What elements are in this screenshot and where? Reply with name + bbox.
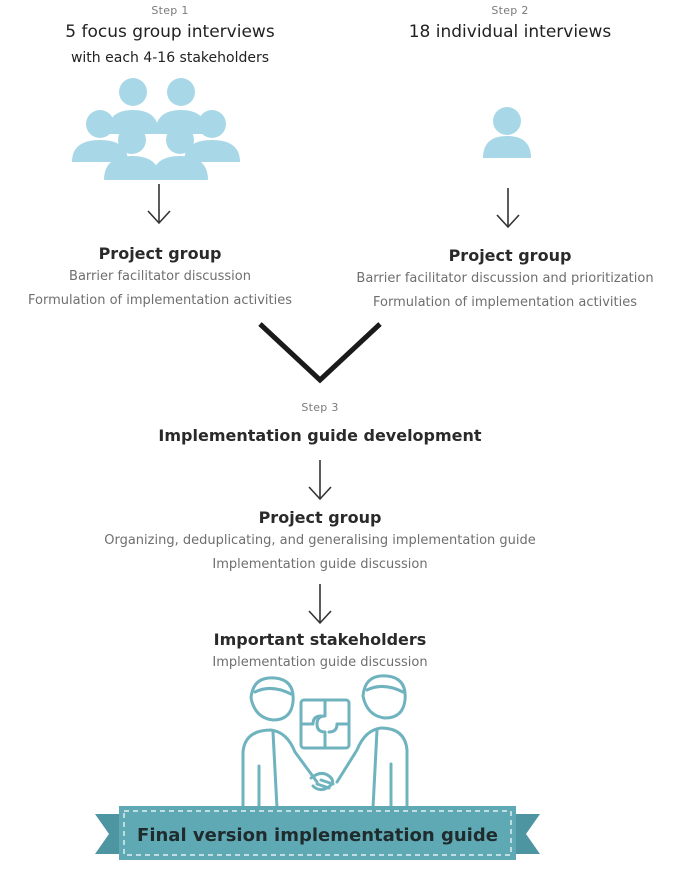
step3-stakeholders-line-1: Implementation guide discussion (212, 655, 428, 670)
step2-line-1: Barrier facilitator discussion and prior… (356, 271, 654, 286)
step1-line-2: Formulation of implementation activities (27, 293, 292, 308)
people-group-icon (66, 76, 246, 186)
step3-label: Step 3 (301, 401, 339, 414)
single-person-icon (482, 106, 532, 160)
down-arrow-icon (307, 458, 333, 502)
banner-ribbon (95, 800, 540, 866)
down-arrow-icon (146, 182, 172, 226)
step3-title: Implementation guide development (158, 426, 482, 445)
step1-group-title: Project group (98, 244, 222, 263)
step3-project-group-title: Project group (258, 508, 382, 527)
step3-project-group-line-1: Organizing, deduplicating, and generalis… (104, 533, 536, 548)
handshake-puzzle-icon (225, 670, 425, 810)
step2-group-title: Project group (448, 246, 572, 265)
step2-title: 18 individual interviews (408, 22, 612, 42)
merge-arrow-icon (250, 318, 390, 388)
step1-subtitle: with each 4-16 stakeholders (70, 50, 270, 66)
step1-title: 5 focus group interviews (65, 22, 275, 42)
step1-line-1: Barrier facilitator discussion (69, 269, 251, 284)
step3-stakeholders-title: Important stakeholders (213, 630, 427, 649)
down-arrow-icon (307, 582, 333, 626)
down-arrow-icon (495, 186, 521, 230)
step3-project-group-line-2: Implementation guide discussion (212, 557, 428, 572)
step2-label: Step 2 (491, 4, 529, 17)
banner-label: Final version implementation guide (137, 825, 498, 846)
step1-label: Step 1 (151, 4, 189, 17)
step2-line-2: Formulation of implementation activities (372, 295, 637, 310)
